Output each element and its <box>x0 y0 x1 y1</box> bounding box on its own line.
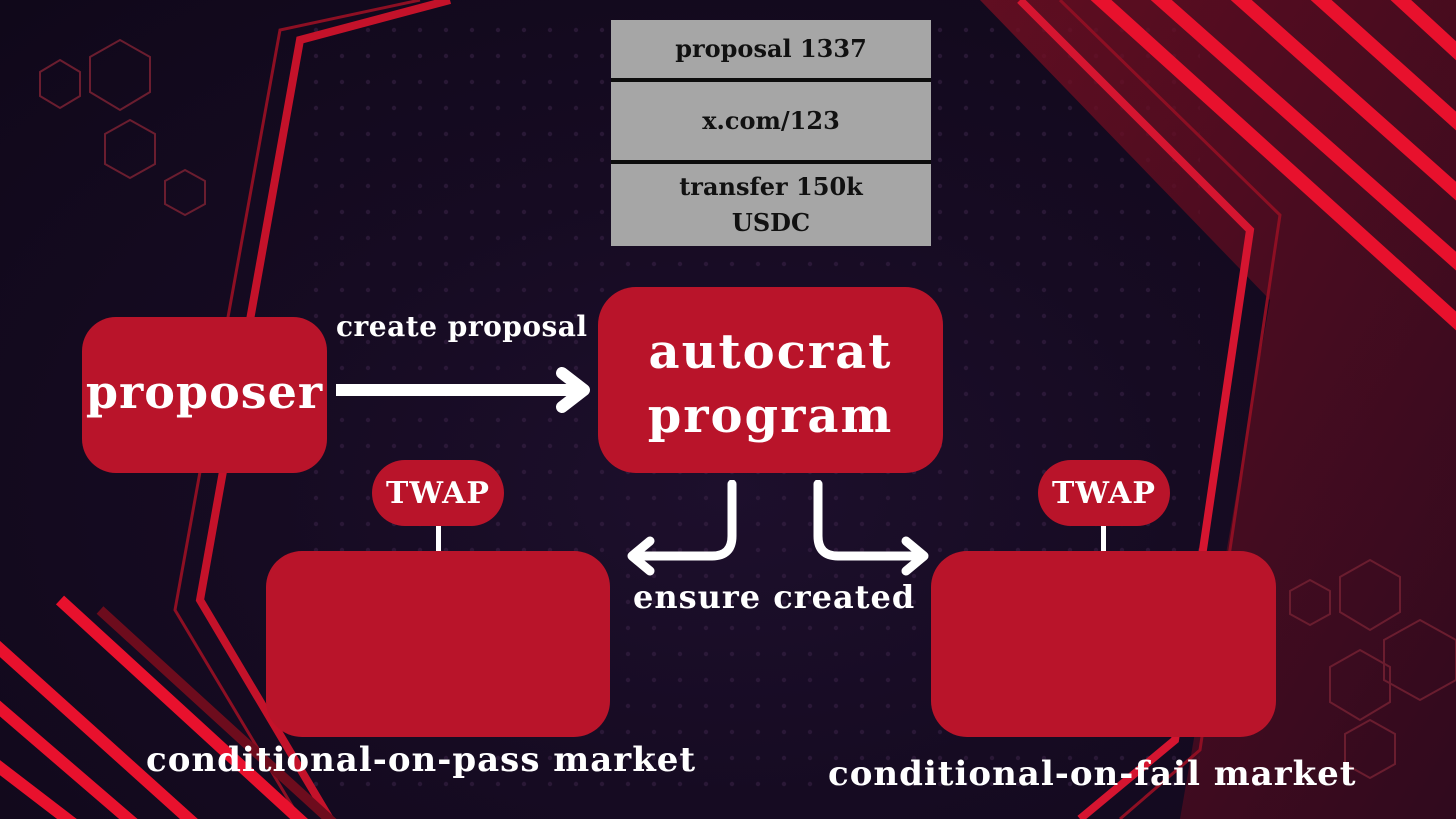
proposal-id-text: proposal 1337 <box>675 34 867 63</box>
autocrat-program-box <box>598 287 943 473</box>
autocrat-line2: program <box>647 388 894 444</box>
proposal-action-line1: transfer 150k <box>679 172 863 201</box>
pass-twap-connector <box>436 526 441 552</box>
ensure-created-arrows <box>627 480 929 576</box>
fail-market-box <box>931 551 1276 737</box>
autocrat-program-title: autocrat program <box>598 320 943 448</box>
proposal-link-text: x.com/123 <box>702 106 840 135</box>
fail-market-caption: conditional-on-fail market <box>828 754 1357 794</box>
create-proposal-arrow <box>336 367 590 413</box>
pass-twap-badge: TWAP <box>372 460 504 526</box>
create-proposal-label: create proposal <box>336 310 588 343</box>
ensure-created-label: ensure created <box>633 578 916 616</box>
pass-market-box <box>266 551 610 737</box>
proposal-link-row: x.com/123 <box>611 82 931 160</box>
proposal-divider-1 <box>611 78 931 82</box>
autocrat-line1: autocrat <box>648 324 893 380</box>
proposer-box <box>82 317 327 473</box>
proposal-action-row: transfer 150k USDC <box>611 164 931 246</box>
proposal-divider-2 <box>611 160 931 164</box>
pass-market-caption: conditional-on-pass market <box>146 740 697 780</box>
proposal-id-row: proposal 1337 <box>611 20 931 78</box>
proposer-label: proposer <box>85 365 324 419</box>
fail-twap-connector <box>1101 526 1106 552</box>
proposal-action-line2: USDC <box>731 208 811 237</box>
fail-twap-badge: TWAP <box>1038 460 1170 526</box>
